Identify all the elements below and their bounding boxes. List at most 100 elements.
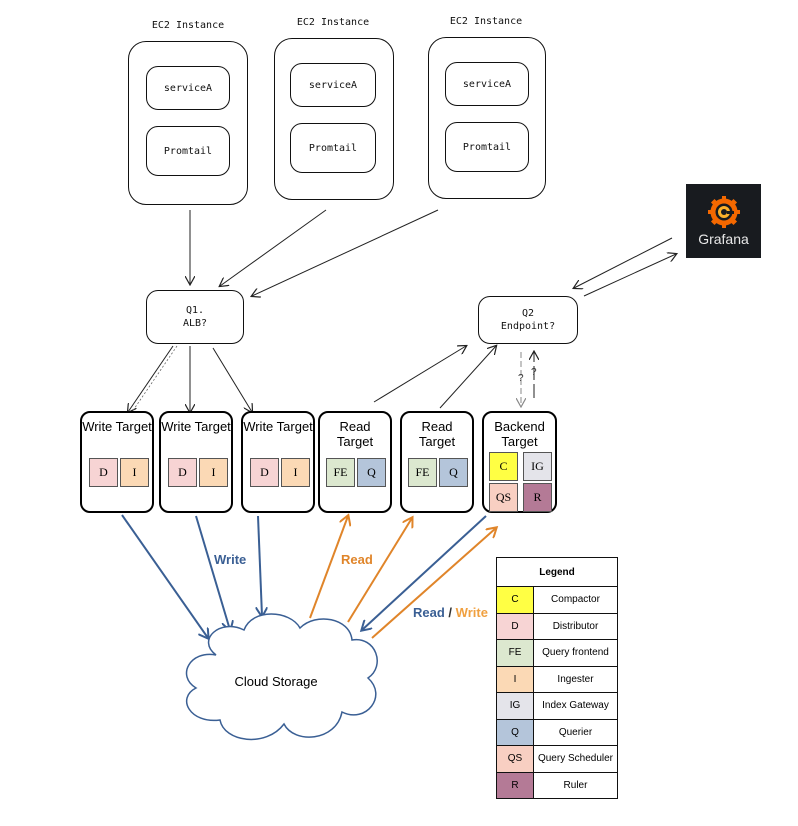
arrow-grafana-to-q2	[574, 237, 673, 288]
write-target: Write Target D I	[159, 411, 233, 513]
legend-row: I Ingester	[496, 665, 618, 693]
read-part: Read	[413, 605, 445, 620]
legend-row: QS Query Scheduler	[496, 745, 618, 773]
ec2-instance-title: EC2 Instance	[296, 17, 370, 28]
query-frontend-chip: FE	[326, 458, 355, 487]
read-flow-label: Read	[341, 552, 373, 567]
backend-target: Backend Target C IG QS R	[482, 411, 557, 513]
legend-name: Querier	[533, 718, 618, 746]
index-gateway-chip: IG	[523, 452, 552, 481]
legend-code: Q	[496, 718, 534, 746]
legend-code: C	[496, 586, 534, 614]
query-scheduler-chip: QS	[489, 483, 518, 512]
service-box: serviceA	[290, 63, 376, 107]
arrow-q1-to-write-1a	[128, 345, 174, 412]
cloud-storage-shape	[185, 613, 378, 741]
arrow-storage-to-backend	[371, 528, 496, 639]
arrow-q2-to-grafana	[583, 254, 676, 297]
ec2-instance-box: serviceA Promtail	[274, 38, 394, 200]
legend-code: I	[496, 665, 534, 693]
grafana-logo: Grafana	[686, 184, 761, 258]
legend-name: Query Scheduler	[533, 745, 618, 773]
legend-row: FE Query frontend	[496, 639, 618, 667]
legend-title: Legend	[496, 557, 618, 587]
legend-row: IG Index Gateway	[496, 692, 618, 720]
legend-row: Q Querier	[496, 718, 618, 746]
arrow-read-2-to-q2	[439, 346, 496, 409]
write-target: Write Target D I	[80, 411, 154, 513]
arrow-ec2-2-to-q1	[220, 209, 327, 286]
slash-separator: /	[448, 605, 453, 620]
target-title: Write Target	[243, 419, 313, 434]
arrow-q1-to-write-1b	[131, 345, 178, 413]
legend-code: QS	[496, 745, 534, 773]
arrow-read-1-to-q2	[373, 346, 466, 403]
legend-row: C Compactor	[496, 586, 618, 614]
ingester-chip: I	[281, 458, 310, 487]
q2-question: Endpoint?	[500, 321, 556, 332]
backend-q2-question-mark: ?	[531, 367, 537, 378]
arrow-write-1-to-storage	[121, 514, 208, 638]
grafana-label: Grafana	[698, 231, 749, 247]
service-box: serviceA	[445, 62, 529, 106]
target-title: Write Target	[82, 419, 152, 434]
target-title: Read Target	[418, 419, 456, 449]
distributor-chip: D	[250, 458, 279, 487]
promtail-box: Promtail	[146, 126, 230, 176]
ec2-instance-title: EC2 Instance	[449, 16, 523, 27]
query-frontend-chip: FE	[408, 458, 437, 487]
ingester-chip: I	[199, 458, 228, 487]
write-target: Write Target D I	[241, 411, 315, 513]
distributor-chip: D	[168, 458, 197, 487]
arrow-storage-to-read-1	[309, 516, 348, 619]
compactor-chip: C	[489, 452, 518, 481]
q1-question: ALB?	[182, 318, 208, 329]
arrow-ec2-3-to-q1	[252, 209, 439, 296]
legend-table: Legend C Compactor D Distributor FE Quer…	[496, 557, 618, 799]
promtail-box: Promtail	[445, 122, 529, 172]
legend-name: Ingester	[533, 665, 618, 693]
distributor-chip: D	[89, 458, 118, 487]
legend-code: FE	[496, 639, 534, 667]
cloud-storage-label: Cloud Storage	[234, 674, 318, 689]
ec2-instance-box: serviceA Promtail	[428, 37, 546, 199]
querier-chip: Q	[439, 458, 468, 487]
ec2-instance-box: serviceA Promtail	[128, 41, 248, 205]
legend-name: Compactor	[533, 586, 618, 614]
legend-name: Ruler	[533, 771, 618, 799]
arrow-backend-to-storage	[362, 515, 487, 630]
legend-row: R Ruler	[496, 771, 618, 799]
legend-code: D	[496, 612, 534, 640]
read-target: Read Target FE Q	[318, 411, 392, 513]
promtail-box: Promtail	[290, 123, 376, 173]
legend-name: Index Gateway	[533, 692, 618, 720]
grafana-icon	[707, 196, 740, 228]
arrow-storage-to-read-2	[347, 518, 412, 623]
legend-code: R	[496, 771, 534, 799]
ec2-instance-title: EC2 Instance	[151, 20, 225, 31]
legend-name: Distributor	[533, 612, 618, 640]
q2-label: Q2	[521, 308, 535, 319]
legend-name: Query frontend	[533, 639, 618, 667]
arrow-q1-to-write-3	[212, 347, 252, 412]
q2-endpoint-box: Q2 Endpoint?	[478, 296, 578, 344]
q1-alb-box: Q1. ALB?	[146, 290, 244, 344]
target-title: Backend Target	[494, 419, 545, 449]
arrow-write-3-to-storage	[258, 515, 262, 616]
write-part: Write	[455, 605, 488, 620]
ingester-chip: I	[120, 458, 149, 487]
q2-backend-question-mark: ?	[518, 373, 524, 384]
q1-label: Q1.	[185, 305, 205, 316]
legend-row: D Distributor	[496, 612, 618, 640]
querier-chip: Q	[357, 458, 386, 487]
legend-code: IG	[496, 692, 534, 720]
read-target: Read Target FE Q	[400, 411, 474, 513]
target-title: Write Target	[161, 419, 231, 434]
arrow-write-2-to-storage	[195, 515, 230, 630]
read-write-flow-label: Read / Write	[413, 605, 488, 620]
ruler-chip: R	[523, 483, 552, 512]
service-box: serviceA	[146, 66, 230, 110]
write-flow-label: Write	[214, 552, 247, 567]
target-title: Read Target	[336, 419, 374, 449]
